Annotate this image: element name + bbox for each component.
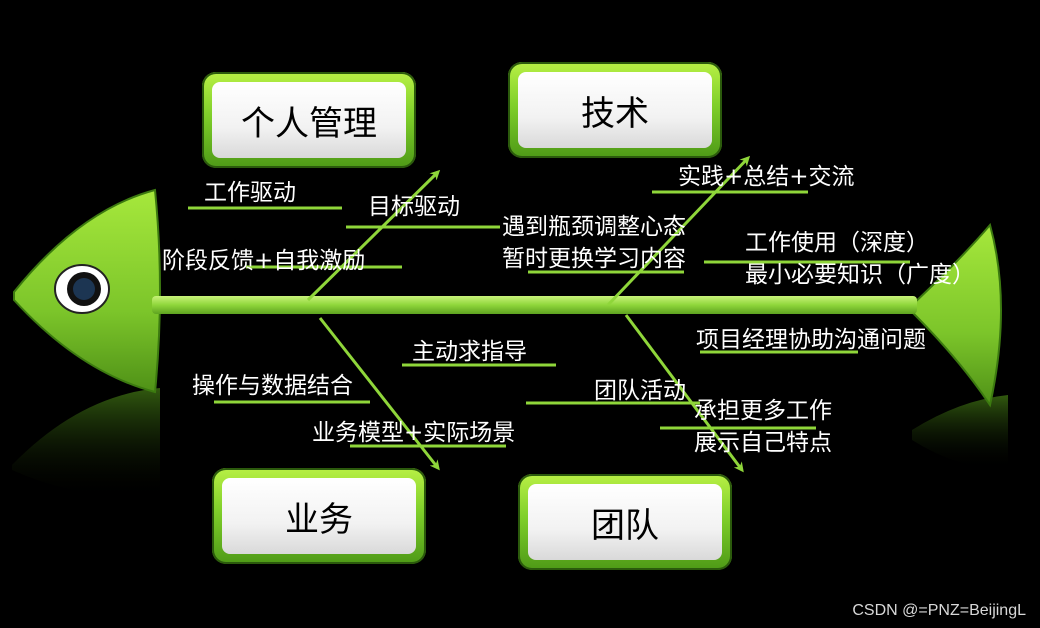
head-reflection — [12, 388, 160, 500]
cause-ops-data: 操作与数据结合 — [192, 373, 353, 399]
cause-practice: 实践+总结+交流 — [678, 164, 855, 190]
bone-personal — [306, 169, 441, 302]
cause-team-activity: 团队活动 — [594, 378, 686, 404]
category-business: 业务 — [212, 468, 426, 564]
category-tech: 技术 — [508, 62, 722, 158]
watermark: CSDN @=PNZ=BeijingL — [852, 602, 1026, 619]
cause-work-driven: 工作驱动 — [204, 180, 296, 206]
cause-pm-assist: 项目经理协助沟通问题 — [696, 327, 926, 353]
category-tech-label: 技术 — [518, 72, 712, 148]
bone-team — [624, 314, 744, 473]
category-team: 团队 — [518, 474, 732, 570]
cause-stage-feedback: 阶段反馈+自我激励 — [162, 248, 366, 274]
tail-reflection — [912, 395, 1008, 470]
category-business-label: 业务 — [222, 478, 416, 554]
cause-biz-model: 业务模型+实际场景 — [312, 420, 516, 446]
category-team-label: 团队 — [528, 484, 722, 560]
category-personal-label: 个人管理 — [212, 82, 406, 158]
spine — [152, 296, 917, 314]
cause-more-work-1: 承担更多工作 — [694, 398, 832, 424]
bone-tech — [606, 155, 751, 307]
cause-more-work-2: 展示自己特点 — [694, 430, 832, 456]
category-personal: 个人管理 — [202, 72, 416, 168]
fish-tail — [911, 222, 1002, 408]
cause-work-use-2: 最小必要知识（广度） — [745, 262, 975, 288]
cause-bottleneck-1: 遇到瓶颈调整心态 — [502, 214, 686, 240]
cause-work-use-1: 工作使用（深度） — [745, 230, 929, 256]
bone-business — [318, 317, 440, 471]
sub-bones — [188, 190, 910, 448]
cause-seek-guidance: 主动求指导 — [412, 339, 527, 365]
cause-bottleneck-2: 暂时更换学习内容 — [502, 246, 686, 272]
cause-goal-driven: 目标驱动 — [368, 194, 460, 220]
